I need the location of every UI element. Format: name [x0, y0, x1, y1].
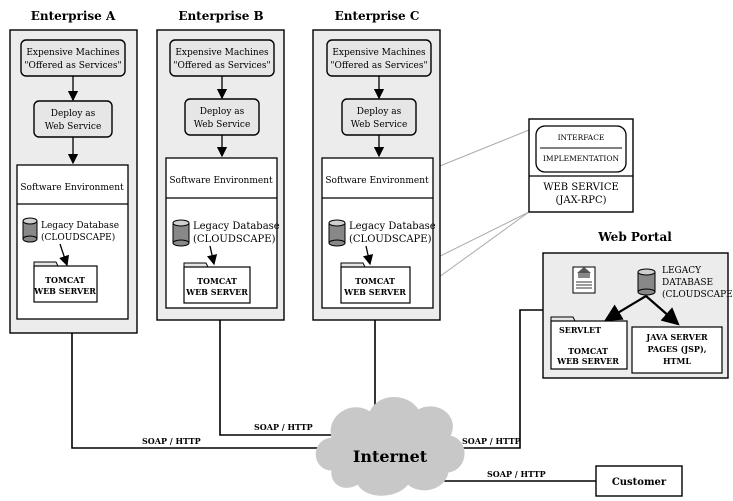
jsp-box — [631, 326, 723, 374]
tomcat-label: TOMCAT — [197, 276, 237, 286]
database-label: Legacy Database — [41, 221, 119, 231]
deploy-label: Web Service — [351, 120, 408, 130]
soap-http-label: SOAP / HTTP — [142, 436, 201, 446]
machines-label: Expensive Machines — [26, 48, 120, 58]
enterprise-b-title: Enterprise B — [178, 9, 263, 23]
soap-http-label: SOAP / HTTP — [254, 422, 313, 432]
enterprise-c: Enterprise C Expensive Machines "Offered… — [312, 9, 441, 321]
web-portal-title: Web Portal — [597, 230, 672, 244]
customer-label: Customer — [612, 477, 667, 488]
web-service-label: (JAX-RPC) — [555, 195, 606, 206]
portal-database-label: (CLOUDSCAPE) — [662, 289, 733, 300]
jsp-label: HTML — [663, 356, 691, 366]
jsp-label: JAVA SERVER — [645, 332, 708, 342]
database-label: (CLOUDSCAPE) — [193, 234, 276, 245]
machines-label: Expensive Machines — [175, 48, 269, 58]
customer-box: Customer — [595, 465, 683, 497]
deploy-label: Deploy as — [357, 107, 402, 117]
network-lines — [71, 309, 596, 482]
interface-label: INTERFACE — [558, 133, 605, 142]
database-label: Legacy Database — [193, 221, 280, 232]
database-icon — [22, 217, 38, 243]
portal-database-label: DATABASE — [662, 278, 713, 288]
deploy-label: Deploy as — [51, 109, 96, 119]
tomcat-label: WEB SERVER — [343, 287, 406, 297]
web-service-label: WEB SERVICE — [543, 182, 619, 193]
implementation-label: IMPLEMENTATION — [543, 154, 620, 163]
enterprise-a: Enterprise A Expensive Machines "Offered… — [9, 9, 138, 334]
enterprise-a-title: Enterprise A — [31, 9, 116, 23]
machines-label: Expensive Machines — [332, 48, 426, 58]
web-portal: Web Portal LEGACY DATABASE (CLOUDSCAPE) … — [542, 230, 733, 379]
software-environment-label: Software Environment — [20, 183, 124, 193]
folder-icon — [340, 262, 411, 304]
database-icon — [637, 268, 656, 296]
software-environment-label: Software Environment — [325, 176, 429, 186]
folder-icon — [183, 262, 251, 304]
database-icon — [328, 219, 346, 247]
folder-icon — [33, 261, 98, 303]
soap-http-label: SOAP / HTTP — [462, 436, 521, 446]
database-icon — [172, 219, 190, 247]
portal-tomcat-label: TOMCAT — [568, 346, 608, 356]
machines-label: "Offered as Services" — [24, 61, 121, 71]
web-page-icon — [572, 266, 596, 294]
tomcat-label: TOMCAT — [45, 275, 85, 285]
database-label: Legacy Database — [349, 221, 436, 232]
software-environment-label: Software Environment — [169, 176, 273, 186]
machines-label: "Offered as Services" — [330, 61, 427, 71]
tomcat-label: WEB SERVER — [33, 286, 96, 296]
portal-database-label: LEGACY — [662, 266, 702, 276]
jsp-label: PAGES (JSP), — [647, 344, 706, 354]
machines-label: "Offered as Services" — [173, 61, 270, 71]
internet-label: Internet — [353, 447, 428, 466]
database-label: (CLOUDSCAPE) — [349, 234, 432, 245]
database-label: (CLOUDSCAPE) — [41, 232, 115, 243]
portal-tomcat-label: WEB SERVER — [556, 356, 619, 366]
deploy-label: Deploy as — [200, 107, 245, 117]
soap-http-label: SOAP / HTTP — [487, 469, 546, 479]
deploy-label: Web Service — [45, 122, 102, 132]
internet-cloud: Internet — [315, 397, 465, 496]
servlet-label: SERVLET — [559, 325, 601, 335]
deploy-label: Web Service — [194, 120, 251, 130]
enterprise-b: Enterprise B Expensive Machines "Offered… — [156, 9, 285, 321]
tomcat-label: WEB SERVER — [185, 287, 248, 297]
tomcat-label: TOMCAT — [355, 276, 395, 286]
enterprise-c-title: Enterprise C — [335, 9, 420, 23]
web-service-box: INTERFACE IMPLEMENTATION WEB SERVICE (JA… — [528, 118, 634, 213]
folder-icon — [550, 316, 628, 370]
